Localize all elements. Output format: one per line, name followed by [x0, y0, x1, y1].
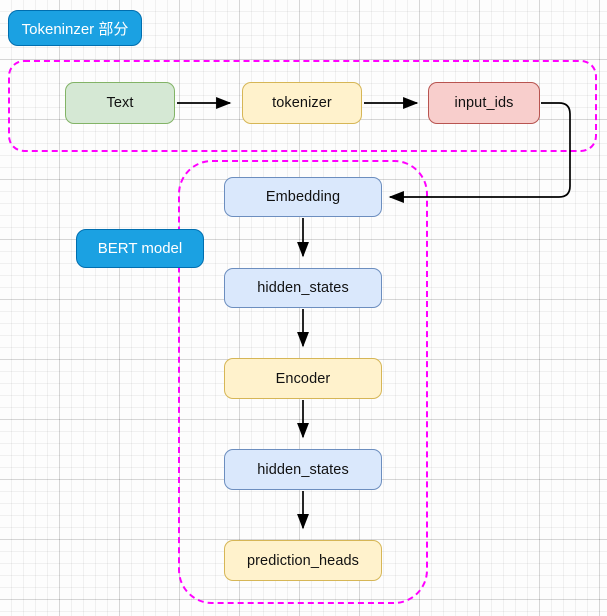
- node-input-ids[interactable]: input_ids: [428, 82, 540, 124]
- node-text-label: Text: [106, 95, 134, 111]
- node-tokenizer[interactable]: tokenizer: [242, 82, 362, 124]
- node-prediction-heads[interactable]: prediction_heads: [224, 540, 382, 581]
- node-encoder-label: Encoder: [275, 370, 331, 387]
- badge-tokenizer-section-label: Tokeninzer 部分: [21, 20, 129, 38]
- node-input-ids-label: input_ids: [454, 95, 514, 111]
- node-prediction-heads-label: prediction_heads: [246, 552, 360, 569]
- node-hidden-states-2-label: hidden_states: [257, 461, 349, 478]
- node-hidden-states-1[interactable]: hidden_states: [224, 268, 382, 308]
- group-bert-model: [178, 160, 428, 604]
- node-tokenizer-label: tokenizer: [272, 95, 332, 111]
- node-embedding[interactable]: Embedding: [224, 177, 382, 217]
- badge-tokenizer-section[interactable]: Tokeninzer 部分: [8, 10, 142, 46]
- node-text[interactable]: Text: [65, 82, 175, 124]
- node-hidden-states-1-label: hidden_states: [257, 280, 349, 296]
- node-embedding-label: Embedding: [265, 189, 341, 205]
- node-hidden-states-2[interactable]: hidden_states: [224, 449, 382, 490]
- group-tokenizer-section: [8, 60, 597, 152]
- badge-bert-model[interactable]: BERT model: [76, 229, 204, 268]
- node-encoder[interactable]: Encoder: [224, 358, 382, 399]
- badge-bert-model-label: BERT model: [97, 240, 183, 257]
